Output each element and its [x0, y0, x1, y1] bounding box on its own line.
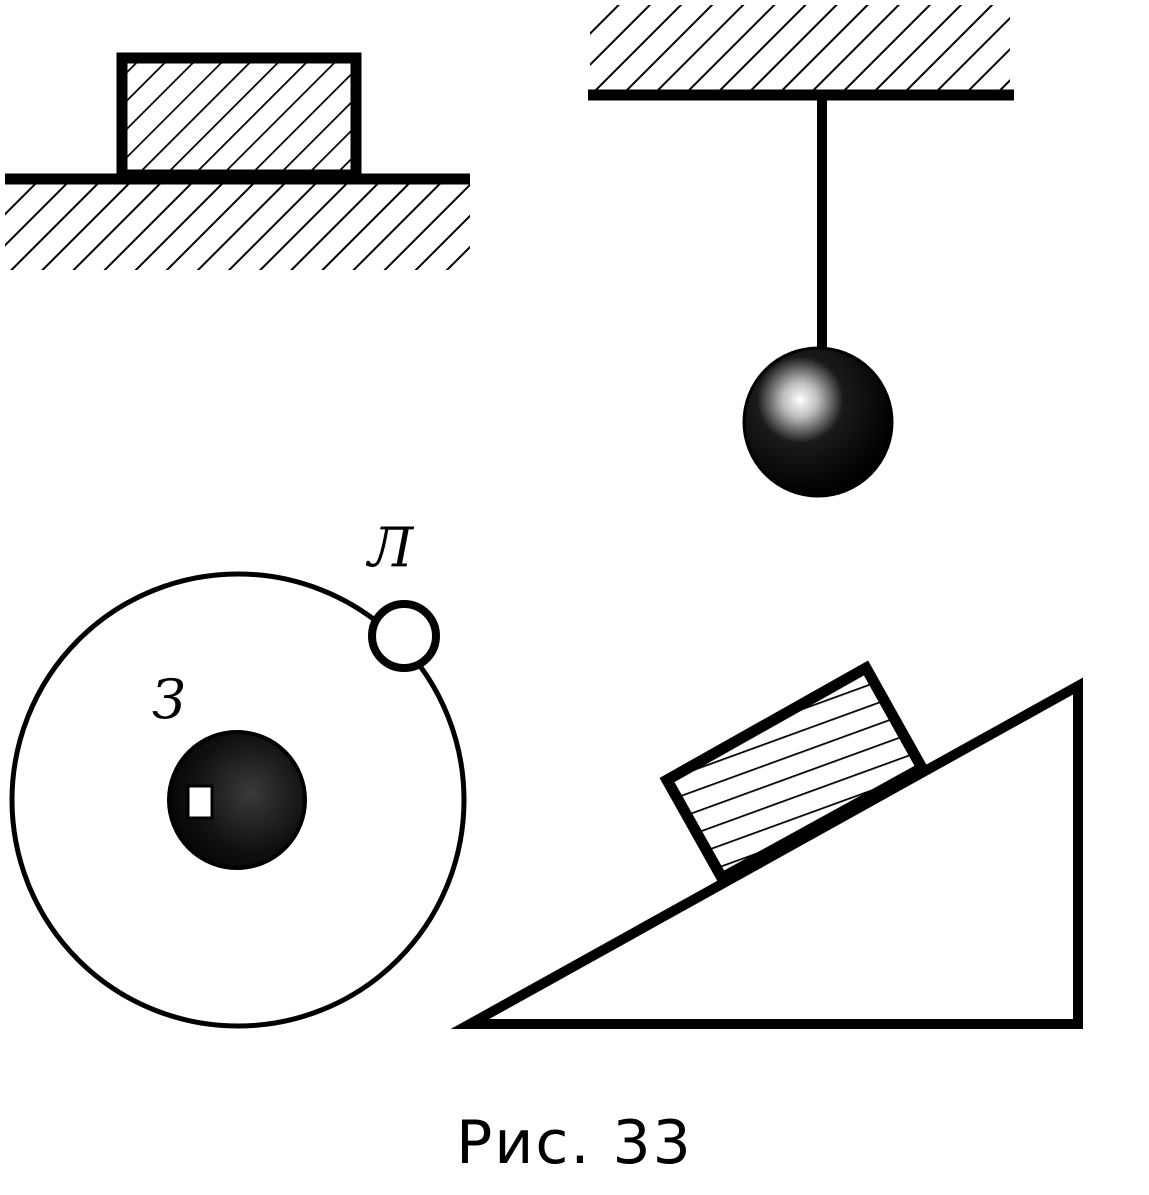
block-on-table [5, 52, 470, 270]
block [116, 52, 362, 181]
figure-caption: Рис. 33 [456, 1108, 693, 1178]
earth-label: З [152, 668, 186, 731]
block-on-incline [450, 660, 1083, 1029]
hanging-ball [742, 346, 894, 498]
pendulum [588, 5, 1014, 498]
earth-moon-system: Л З [9, 516, 467, 1029]
ceiling-hatching [590, 5, 1010, 91]
moon-orbit [9, 571, 467, 1029]
moon [368, 600, 440, 672]
incline-block [659, 660, 930, 886]
moon-label: Л [365, 516, 415, 579]
earth [167, 730, 307, 870]
earth-highlight [186, 784, 214, 820]
ground-hatching [5, 180, 470, 270]
